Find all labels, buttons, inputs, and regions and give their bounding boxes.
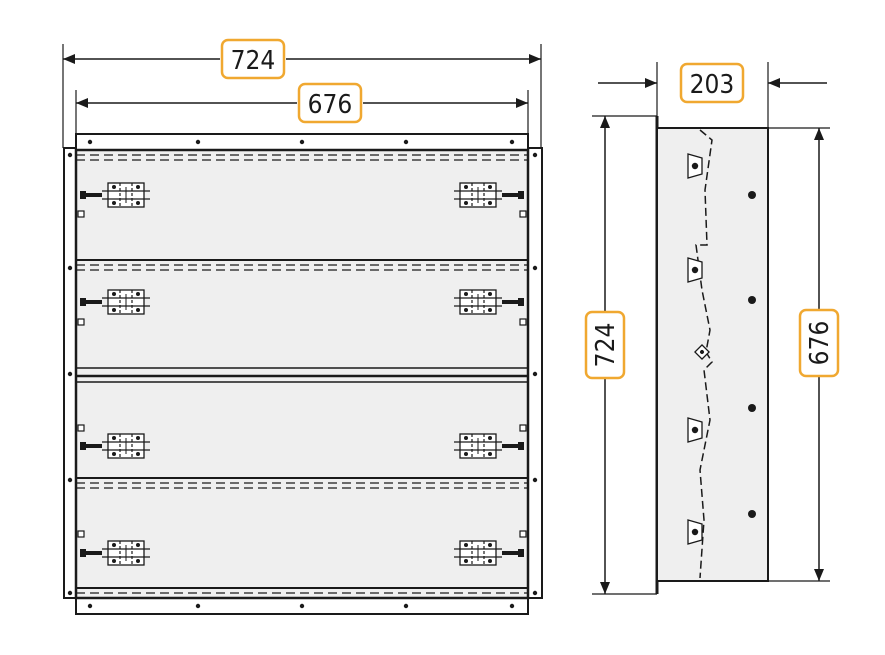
- plate-hole: [195, 603, 201, 609]
- side-hole: [748, 510, 756, 518]
- front-inner-body: [74, 148, 530, 600]
- front-details: [67, 139, 538, 609]
- hinge-bracket: [454, 433, 524, 459]
- side-view: [655, 116, 769, 594]
- flange-hole: [532, 371, 538, 377]
- hinge-bracket: [80, 289, 150, 315]
- hinge-bracket: [454, 540, 524, 566]
- hinge-bracket: [454, 289, 524, 315]
- flange-hole: [67, 265, 73, 271]
- side-hole: [748, 191, 756, 199]
- plate-hole: [87, 139, 93, 145]
- plate-hole: [87, 603, 93, 609]
- plate-hole: [299, 603, 305, 609]
- flange-hole: [532, 152, 538, 158]
- plate-hole: [403, 603, 409, 609]
- plate-hole: [403, 139, 409, 145]
- front-view: [63, 133, 543, 615]
- dim-inner-width: 676: [76, 82, 528, 124]
- dim-overall-width: 724: [63, 38, 541, 80]
- pivot-bracket: [687, 519, 703, 545]
- flange-hole: [67, 371, 73, 377]
- flange-hole: [532, 590, 538, 596]
- edge-slot: [519, 530, 527, 538]
- edge-slot: [519, 424, 527, 432]
- edge-slot: [77, 424, 85, 432]
- side-hole: [748, 296, 756, 304]
- edge-slot: [519, 318, 527, 326]
- center-pivot: [694, 344, 710, 360]
- label-overall-height: 724: [591, 323, 621, 368]
- hinge-bracket: [454, 182, 524, 208]
- plate-hole: [299, 139, 305, 145]
- edge-slot: [77, 210, 85, 218]
- hinge-bracket: [80, 182, 150, 208]
- pivot-bracket: [687, 257, 703, 283]
- label-inner-width: 676: [308, 90, 353, 120]
- side-hole: [748, 404, 756, 412]
- flange-hole: [67, 152, 73, 158]
- label-overall-width: 724: [231, 46, 276, 76]
- edge-slot: [77, 530, 85, 538]
- pivot-bracket: [687, 417, 703, 443]
- edge-slot: [519, 210, 527, 218]
- dim-inner-height: 676: [798, 128, 840, 581]
- hinge-bracket: [80, 433, 150, 459]
- label-depth: 203: [690, 70, 735, 100]
- flange-hole: [67, 477, 73, 483]
- plate-hole: [509, 603, 515, 609]
- plate-hole: [509, 139, 515, 145]
- side-details: [687, 129, 756, 579]
- edge-slot: [77, 318, 85, 326]
- flange-hole: [532, 477, 538, 483]
- plate-hole: [195, 139, 201, 145]
- flange-hole: [67, 590, 73, 596]
- dimensions: 724 676 203 724 676: [62, 38, 840, 595]
- side-body: [656, 127, 769, 582]
- hinge-bracket: [80, 540, 150, 566]
- pivot-bracket: [687, 153, 703, 179]
- label-inner-height: 676: [805, 321, 835, 366]
- dim-depth: 203: [598, 62, 827, 104]
- blade-profile-dashed: [695, 129, 713, 579]
- flange-hole: [532, 265, 538, 271]
- dim-overall-height: 724: [584, 116, 626, 594]
